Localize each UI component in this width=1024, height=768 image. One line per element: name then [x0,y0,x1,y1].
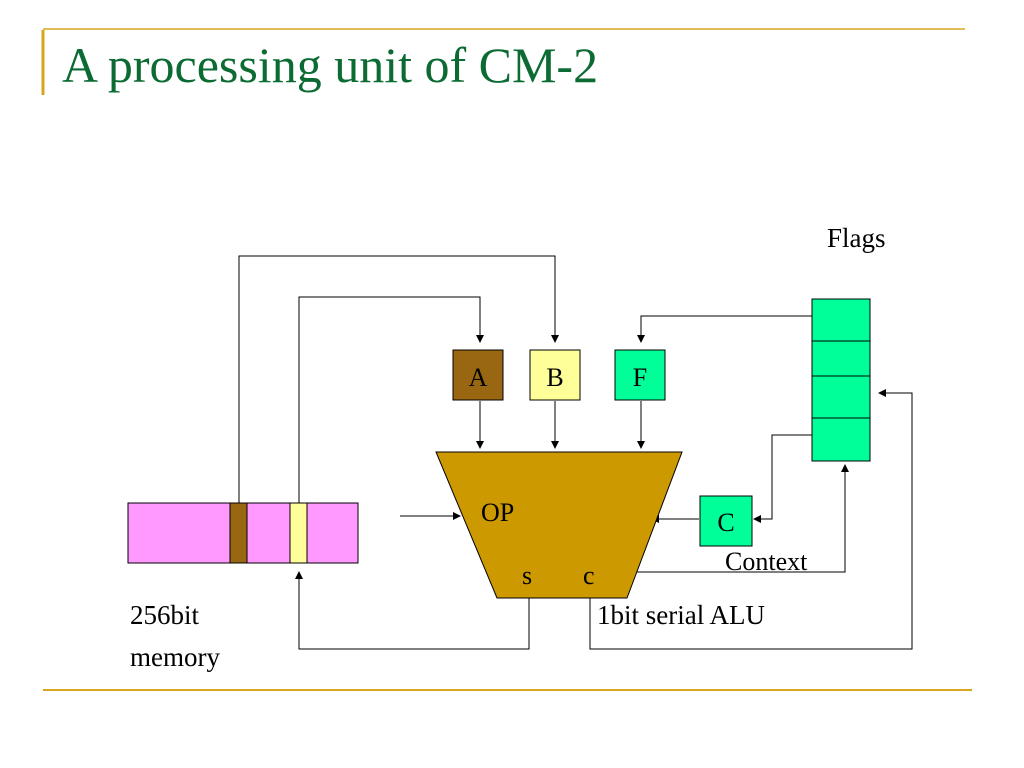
flags-cell [811,340,871,377]
context-label: Context [725,547,808,576]
memory-label-line2: memory [130,642,220,672]
register-c [699,495,753,547]
memory-to-register-b-line [238,255,559,503]
flags-cell [811,298,871,342]
flags-to-register-c-line [753,434,812,523]
alu-block [435,451,683,599]
register-b-label: B [546,363,563,392]
connectors [238,255,913,650]
flags-stack [811,298,871,462]
memory-label-line1: 256bit [130,600,200,630]
flags-cell [811,375,871,419]
register-a [452,349,504,401]
memory-slot-b [289,502,308,564]
register-f [614,349,666,401]
flags-cell [811,417,871,462]
register-a-label: A [469,363,488,392]
alu-s-label: s [522,561,532,590]
alu-s-to-memory-line [295,571,530,650]
memory-to-register-a-line [298,296,484,503]
register-f-label: F [633,363,647,392]
memory-block [127,502,359,564]
alu-c-label: c [583,561,595,590]
alu-to-flags-feedback-line [589,389,913,650]
alu-c-to-flags-line [630,464,849,573]
memory-slot-a [229,502,248,564]
register-b [529,349,581,401]
slide-title: A processing unit of CM-2 [62,37,599,93]
flags-to-register-f-line [637,315,812,343]
flags-label: Flags [827,223,886,253]
alu-caption: 1bit serial ALU [597,600,765,630]
register-c-label: C [717,508,734,537]
alu-op-label: OP [481,498,514,527]
slide-decorations [41,28,972,691]
